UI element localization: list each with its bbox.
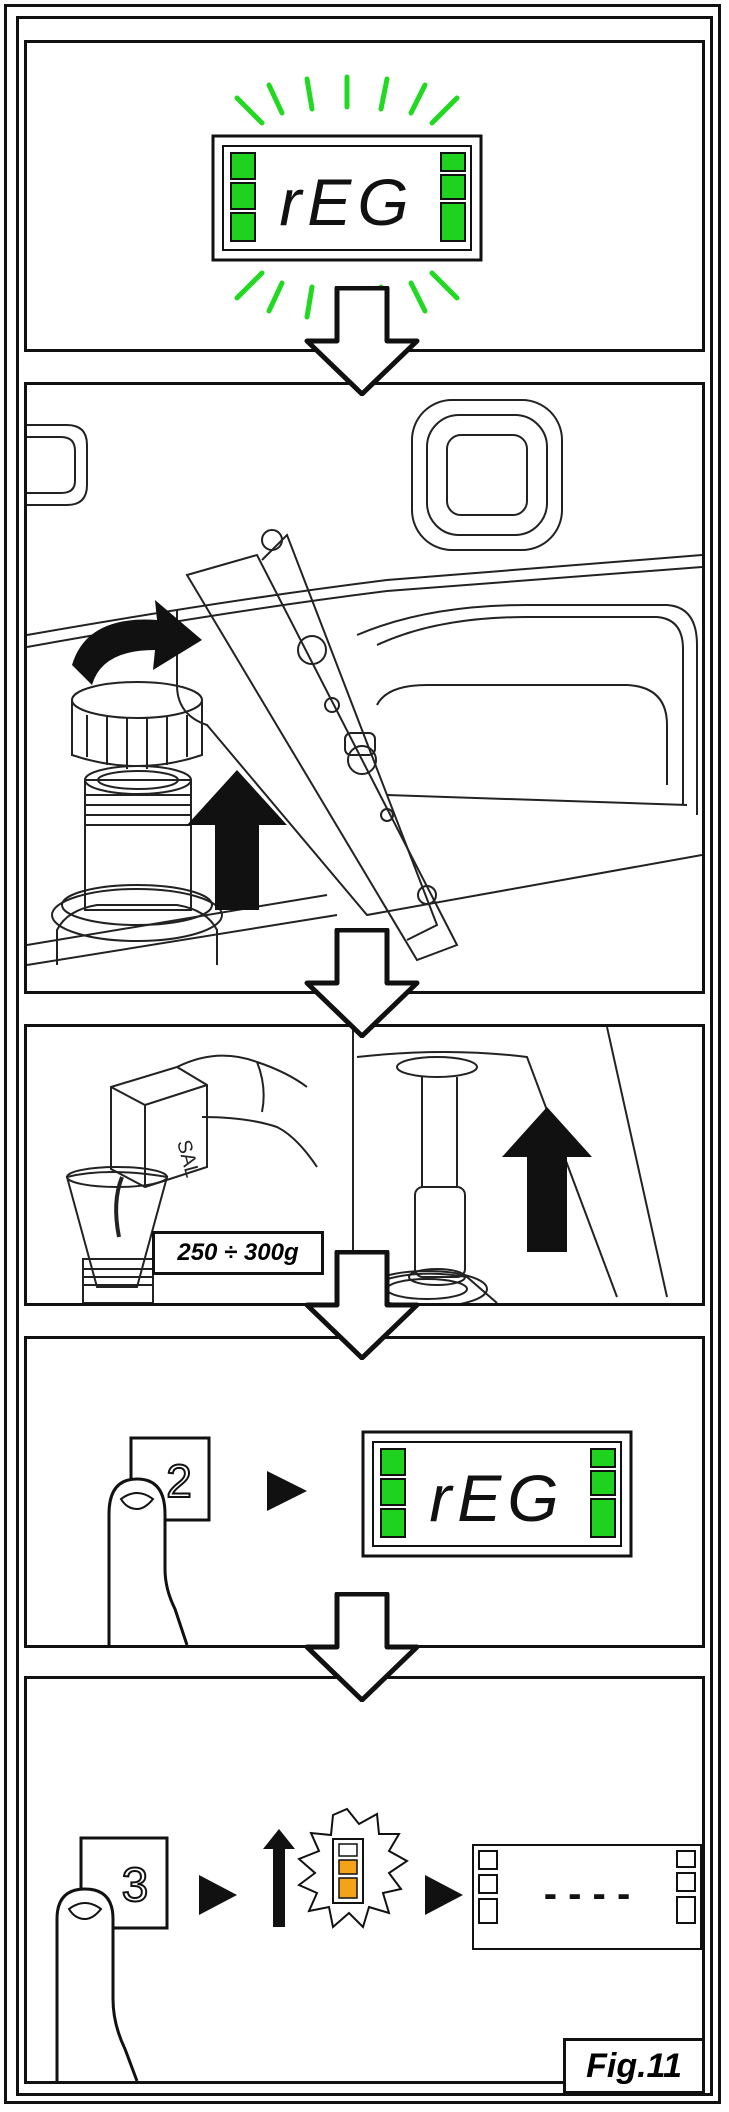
finger-icon — [55, 1887, 139, 2081]
figure-label: Fig.11 — [563, 2038, 705, 2094]
down-arrow-icon — [304, 1250, 420, 1360]
panel-open-salt-container — [24, 382, 705, 994]
down-arrow-icon — [304, 1592, 420, 1702]
small-up-arrow-icon — [263, 1829, 295, 1927]
display-panel-1: rEG — [211, 134, 483, 262]
finger-icon — [107, 1477, 189, 1645]
funnel — [65, 1171, 169, 1288]
salt-amount-label: 250 ÷ 300g — [152, 1231, 324, 1275]
play-triangle-icon — [425, 1875, 463, 1915]
display-dashes: - - - - — [544, 1872, 631, 1916]
down-arrow-icon — [304, 286, 420, 396]
display-code: rEG — [429, 1461, 564, 1535]
play-triangle-icon — [199, 1875, 237, 1915]
up-arrow-icon — [502, 1107, 592, 1252]
rotate-arrow-icon — [72, 600, 202, 685]
display-code: rEG — [279, 165, 414, 239]
display-panel-2: rEG — [361, 1430, 633, 1558]
outer-frame — [4, 4, 721, 2104]
up-arrow-icon — [187, 770, 287, 910]
warning-burst-icon — [297, 1807, 409, 1929]
down-arrow-icon — [304, 928, 420, 1038]
display-panel-3: - - - - — [472, 1844, 702, 1950]
play-triangle-icon — [267, 1471, 307, 1511]
button-3-label: 3 — [122, 1859, 149, 1912]
inner-frame — [16, 16, 713, 2096]
panel-press-button-3: 3 - - - - — [24, 1676, 705, 2084]
glow-rays-top — [234, 74, 460, 126]
button-2-label: 2 — [166, 1455, 192, 1507]
